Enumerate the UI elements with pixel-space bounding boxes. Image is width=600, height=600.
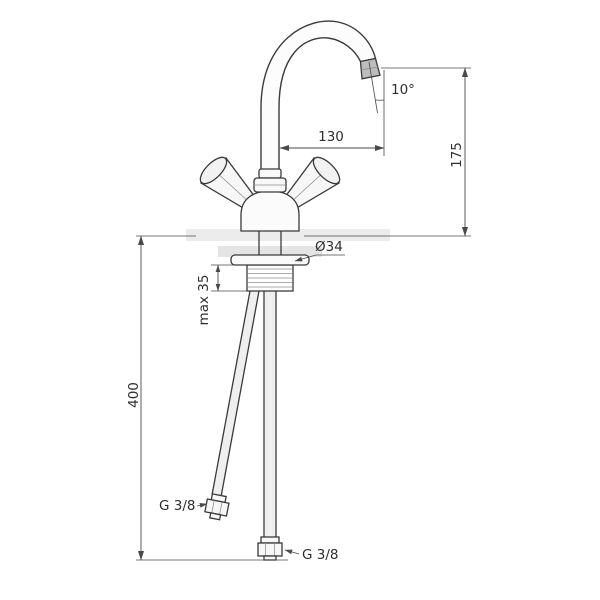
flange-plate	[230, 254, 310, 266]
hose-left-edge	[220, 290, 260, 498]
faucet-body	[240, 190, 300, 232]
body-shell	[240, 190, 300, 232]
supply-hose-left	[211, 290, 260, 498]
dim-label-130: 130	[318, 129, 344, 145]
fitting-facet	[211, 500, 215, 514]
faucet-shank	[258, 231, 282, 255]
spout-inner-edge	[278, 37, 362, 177]
spout-outer-edge	[260, 20, 377, 177]
base-flange	[230, 254, 310, 266]
handle-right-cap	[312, 156, 341, 185]
leader-thread-left	[196, 503, 208, 508]
fitting-nipple	[209, 512, 222, 521]
supply-hose-center	[263, 291, 277, 537]
spout	[253, 20, 381, 193]
hose-center-body	[264, 291, 276, 537]
handle-left	[199, 156, 256, 210]
label-base-diameter: Ø34	[294, 239, 345, 262]
dim-label-spout-angle: 10°	[391, 82, 415, 98]
fitting-facet	[219, 501, 223, 515]
hose-left-body	[212, 291, 259, 497]
fitting-collar	[260, 536, 280, 544]
deck-band-upper	[186, 229, 390, 241]
leader-thread-bottom	[284, 549, 300, 555]
spout-collar-upper	[258, 168, 282, 179]
angle-axis-line	[368, 61, 378, 114]
mounting-deck	[186, 229, 390, 257]
hose-left-edge	[211, 290, 251, 496]
deck-band-lower	[218, 246, 322, 257]
dim-spout-angle: 10°	[368, 61, 415, 156]
dim-label-max35: max 35	[196, 275, 212, 326]
handle-left-cap	[199, 156, 228, 185]
dim-spout-height: 175	[304, 67, 471, 237]
dim-label-400: 400	[126, 382, 142, 408]
dim-label-thread-left: G 3/8	[159, 498, 195, 514]
hose-fitting-center	[257, 536, 283, 561]
label-thread-bottom: G 3/8	[284, 547, 338, 563]
dim-hose-drop: 400	[126, 235, 288, 561]
hose-fitting-left	[204, 493, 230, 521]
mounting-nut	[246, 264, 294, 292]
dim-mounting-max: max 35	[196, 264, 249, 326]
dim-spout-reach: 130	[279, 129, 385, 151]
fitting-nipple	[263, 555, 277, 561]
dim-label-175: 175	[449, 142, 465, 168]
dim-label-thread-bottom: G 3/8	[302, 547, 338, 563]
fitting-nut	[257, 542, 283, 557]
dim-label-diameter: Ø34	[315, 239, 343, 255]
handle-right	[284, 156, 341, 210]
spout-tube-fill	[261, 21, 376, 177]
leader-diameter	[294, 254, 345, 262]
label-thread-left: G 3/8	[159, 498, 208, 514]
